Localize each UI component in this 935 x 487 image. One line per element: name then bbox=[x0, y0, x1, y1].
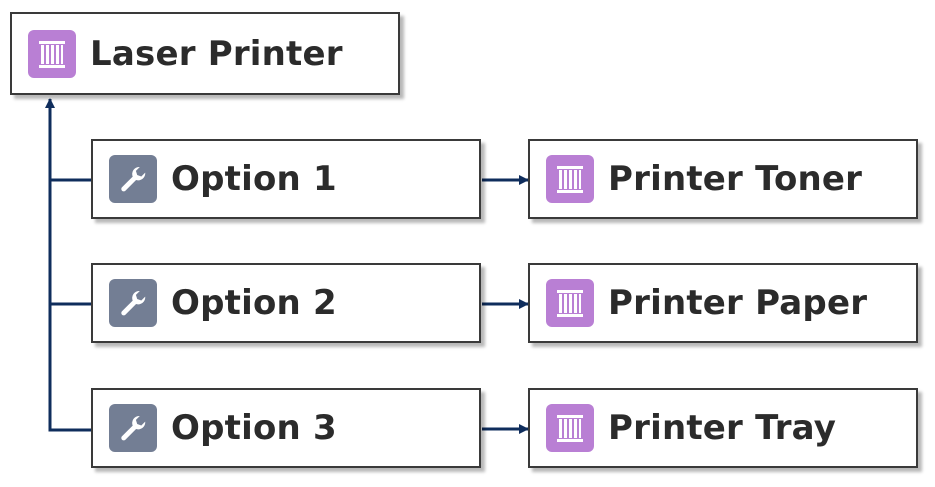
node-label: Option 3 bbox=[171, 408, 337, 448]
node-label: Option 1 bbox=[171, 159, 337, 199]
node-label: Printer Paper bbox=[608, 283, 868, 323]
product-icon bbox=[28, 29, 76, 78]
wrench-icon bbox=[109, 279, 157, 327]
node-label: Printer Toner bbox=[608, 159, 863, 199]
wrench-icon bbox=[109, 404, 157, 452]
node-option-1[interactable]: Option 1 bbox=[91, 139, 481, 219]
node-printer-paper[interactable]: Printer Paper bbox=[528, 263, 918, 343]
node-label: Printer Tray bbox=[608, 408, 837, 448]
node-label: Laser Printer bbox=[90, 33, 343, 74]
node-option-2[interactable]: Option 2 bbox=[91, 263, 481, 343]
product-icon bbox=[546, 404, 594, 452]
node-printer-tray[interactable]: Printer Tray bbox=[528, 388, 918, 468]
node-option-3[interactable]: Option 3 bbox=[91, 388, 481, 468]
node-printer-toner[interactable]: Printer Toner bbox=[528, 139, 918, 219]
node-laser-printer[interactable]: Laser Printer bbox=[10, 12, 400, 95]
node-label: Option 2 bbox=[171, 283, 337, 323]
product-icon bbox=[546, 155, 594, 203]
product-icon bbox=[546, 279, 594, 327]
wrench-icon bbox=[109, 155, 157, 203]
